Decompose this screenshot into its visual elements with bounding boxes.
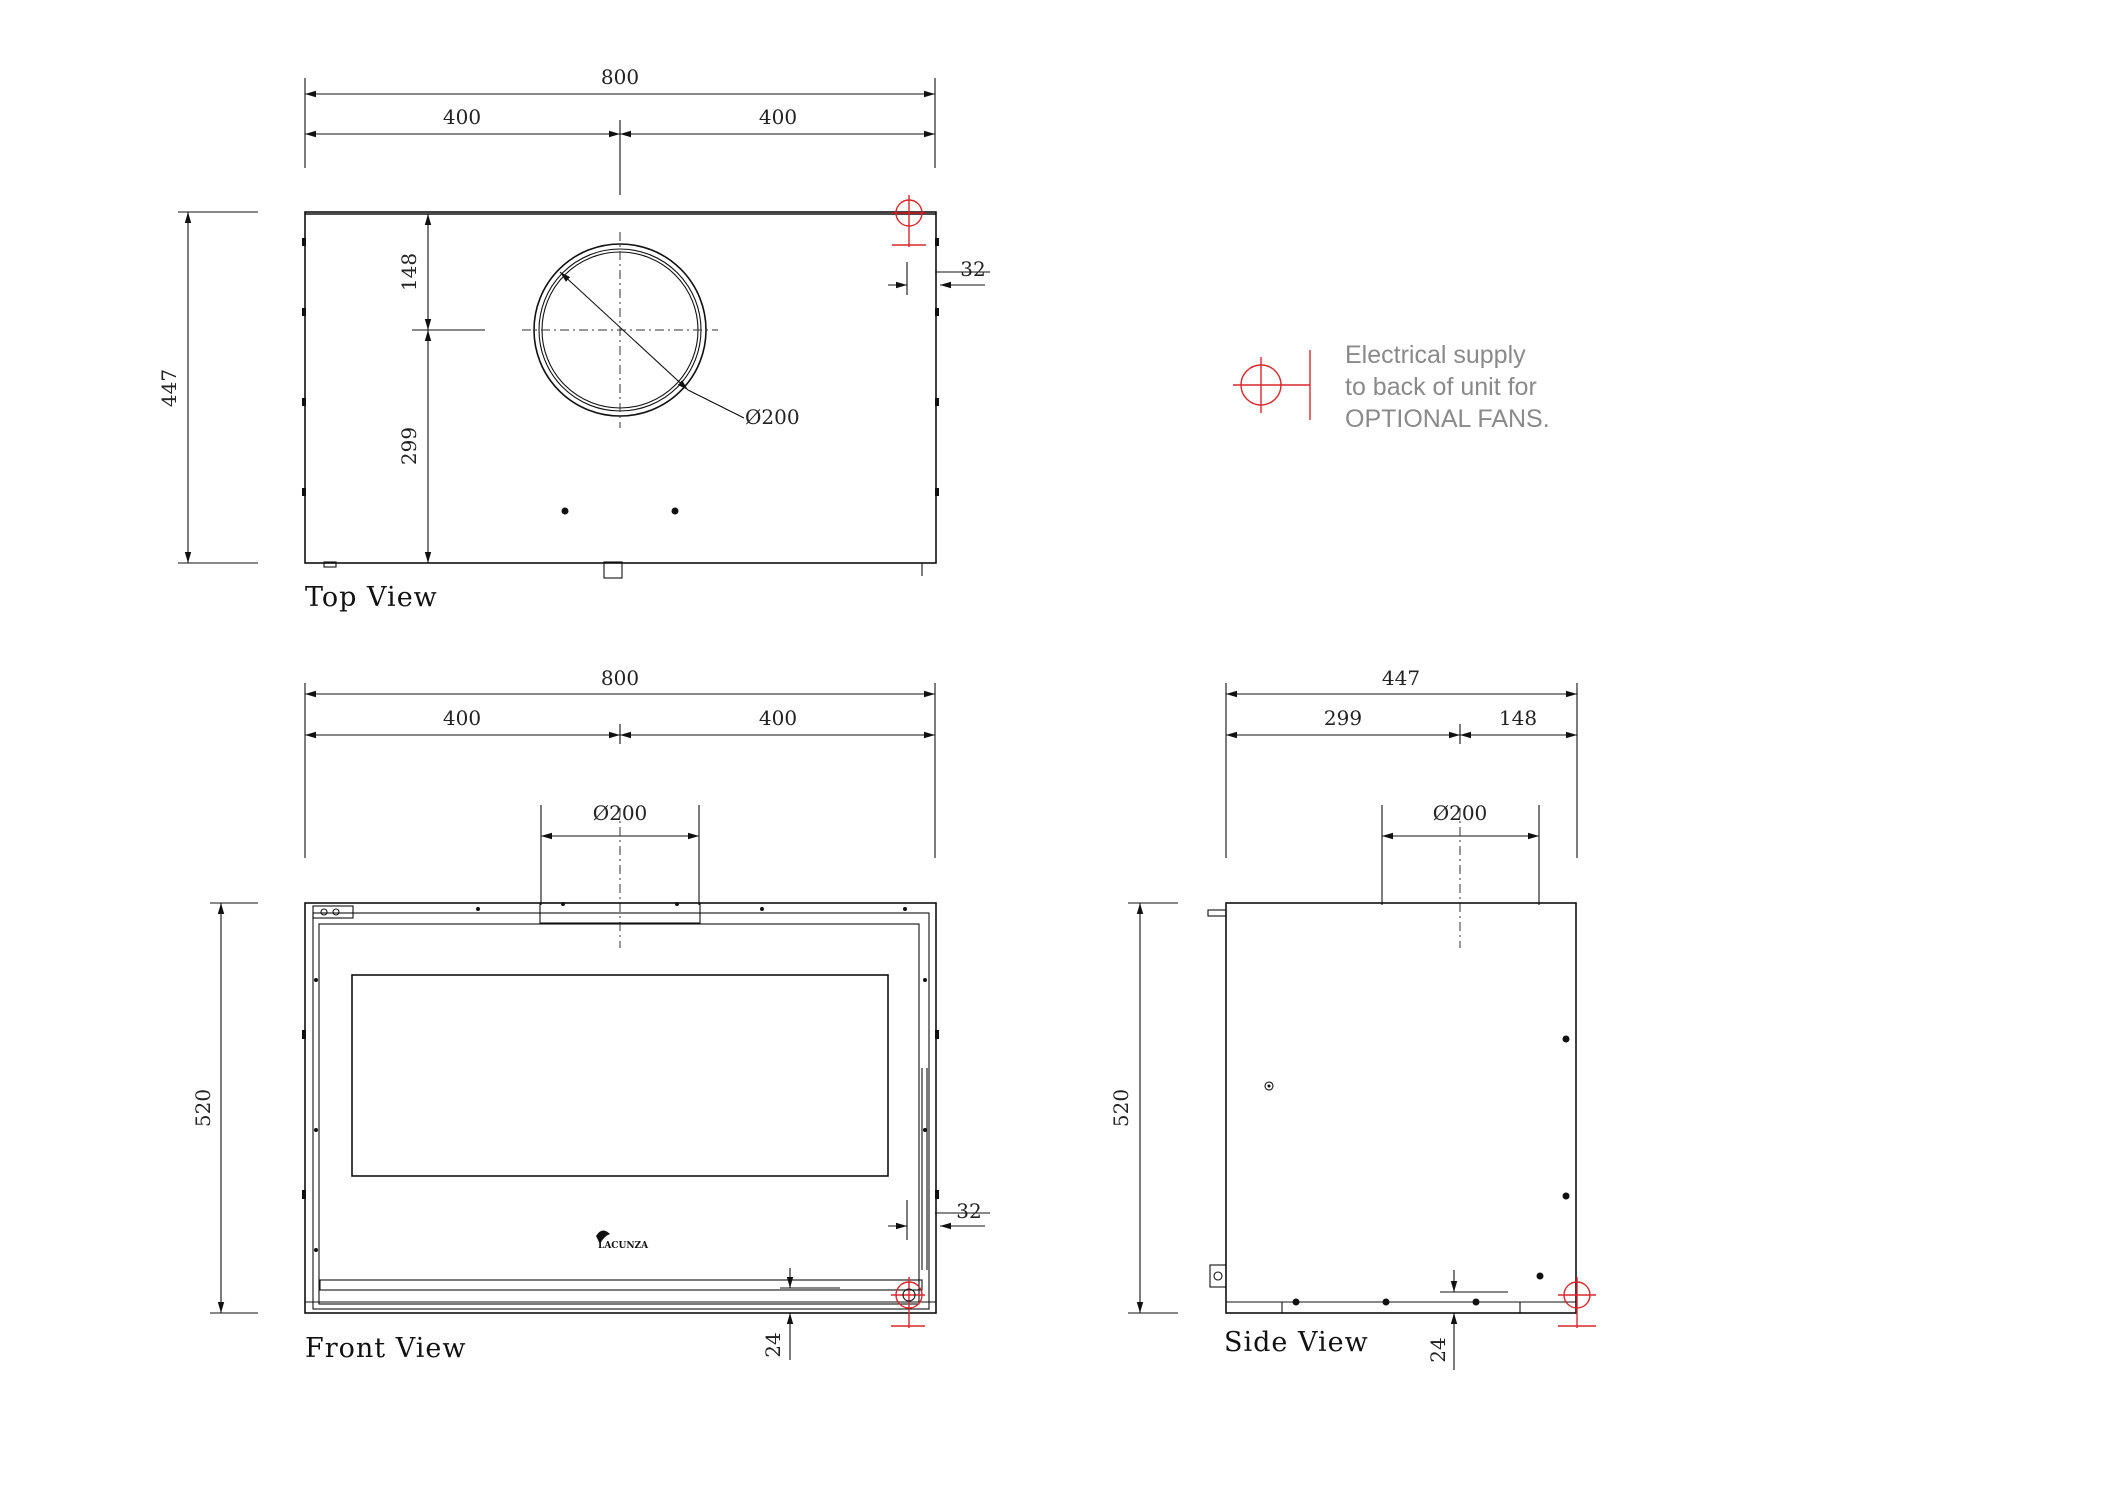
front-electrical-supply-symbol: [891, 1277, 925, 1328]
side-fixing-holes: [1292, 1035, 1570, 1306]
side-control-stem: [1207, 909, 1227, 917]
front-control-plate: [312, 905, 354, 919]
top-half-left-value: 400: [443, 105, 481, 129]
top-half-right-value: 400: [759, 105, 797, 129]
legend-line-2: to back of unit for: [1345, 373, 1537, 401]
top-fixing-hole: [561, 507, 569, 515]
side-overall-depth-value: 447: [1382, 666, 1420, 690]
top-view-label: Top View: [305, 582, 438, 613]
front-half-widths-dimension: 400 400: [305, 706, 935, 744]
top-overall-width-value: 800: [601, 65, 639, 89]
front-screws: [302, 902, 939, 1252]
front-electrical-height-dimension: 24: [761, 1268, 840, 1360]
legend-line-3: OPTIONAL FANS.: [1345, 405, 1550, 433]
lacunza-logo: LACUNZA: [596, 1230, 649, 1251]
top-view: 800 400 400: [157, 65, 990, 613]
electrical-legend: Electrical supply to back of unit for OP…: [1233, 341, 1550, 433]
top-depth-value: 447: [157, 369, 181, 407]
front-electrical-offset-value: 32: [956, 1199, 981, 1223]
side-electrical-height-value: 24: [1426, 1337, 1450, 1362]
side-view-body-outline: [1225, 902, 1577, 1314]
top-flue-collar: Ø200: [522, 232, 800, 429]
top-electrical-offset-dimension: 32: [888, 257, 990, 295]
front-electrical-height-value: 24: [761, 1332, 785, 1357]
top-view-side-studs: [302, 238, 939, 579]
side-center-to-front-value: 148: [1499, 706, 1537, 730]
front-half-left-value: 400: [443, 706, 481, 730]
lacunza-logo-text: LACUNZA: [598, 1241, 649, 1251]
front-height-dimension: 520: [191, 902, 258, 1314]
top-electrical-supply-symbol: [892, 195, 926, 247]
top-flue-diameter-value: Ø200: [745, 405, 800, 429]
front-flue-collar: [539, 902, 701, 924]
front-view-label: Front View: [305, 1333, 466, 1364]
top-half-widths-dimension: 400 400: [305, 105, 935, 195]
front-overall-width-dimension: 800: [304, 666, 936, 858]
front-view-body-outline: [304, 902, 937, 1314]
side-view: 447 299 148 Ø200: [1109, 666, 1596, 1370]
side-height-value: 520: [1109, 1089, 1133, 1127]
electrical-symbol-icon: [1233, 350, 1311, 420]
side-electrical-height-dimension: 24: [1426, 1270, 1508, 1370]
side-overall-depth-dimension: 447: [1225, 666, 1578, 858]
side-flue-dimension: Ø200: [1381, 801, 1540, 948]
front-flue-diameter-value: Ø200: [593, 801, 648, 825]
front-electrical-offset-dimension: 32: [888, 1199, 990, 1240]
top-depth-dimension: 447: [157, 211, 258, 564]
top-depth-split-dimension: 148 299: [397, 214, 485, 563]
front-overall-width-value: 800: [601, 666, 639, 690]
legend-line-1: Electrical supply: [1345, 341, 1526, 369]
side-view-label: Side View: [1224, 1327, 1369, 1358]
front-height-value: 520: [191, 1089, 215, 1127]
side-rear-bracket: [1209, 1264, 1227, 1288]
front-door-handle: [921, 1068, 928, 1270]
front-view: 800 400 400 Ø200: [191, 666, 990, 1364]
side-flue-diameter-value: Ø200: [1433, 801, 1488, 825]
side-height-dimension: 520: [1109, 902, 1178, 1314]
front-flue-dimension: Ø200: [540, 801, 700, 948]
front-glass-window: [351, 974, 889, 1177]
front-half-right-value: 400: [759, 706, 797, 730]
top-electrical-offset-value: 32: [960, 257, 985, 281]
top-front-to-center-value: 148: [397, 253, 421, 291]
side-depth-split-dimension: 299 148: [1226, 706, 1577, 744]
top-center-to-back-value: 299: [397, 427, 421, 465]
top-fixing-hole: [671, 507, 679, 515]
side-electrical-supply-symbol: [1558, 1277, 1596, 1328]
side-back-to-center-value: 299: [1324, 706, 1362, 730]
side-air-knob: [1264, 1081, 1274, 1091]
front-ash-lip: [319, 1279, 923, 1291]
top-overall-width-dimension: 800: [304, 65, 936, 168]
top-view-body-outline: [304, 211, 937, 564]
